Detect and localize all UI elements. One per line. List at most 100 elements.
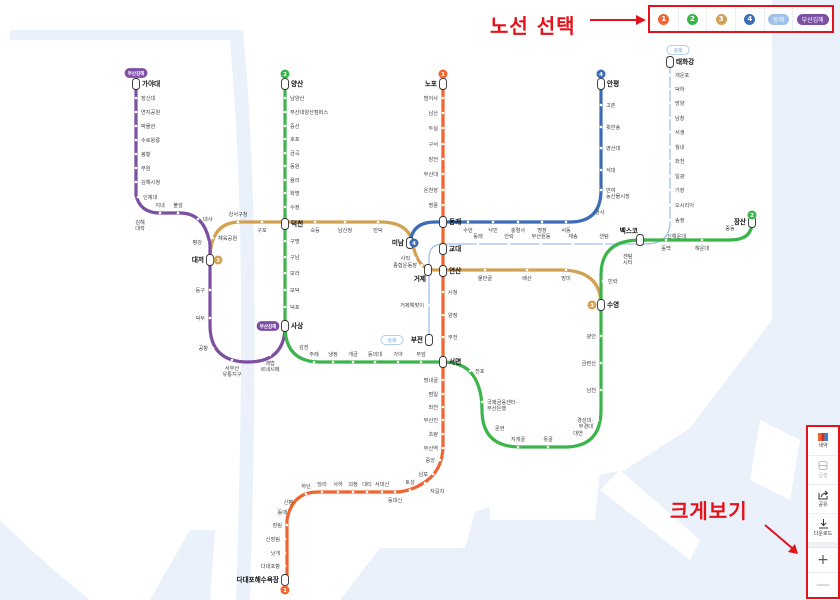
- station-dh[interactable]: 개운포: [668, 71, 690, 79]
- station-l1[interactable]: 신장림: [266, 535, 287, 543]
- station-l1[interactable]: 부산역: [424, 444, 445, 452]
- station-l2[interactable]: 중동: [725, 225, 735, 238]
- station-dh[interactable]: 서생: [668, 128, 685, 136]
- station-l3[interactable]: 거제: [414, 264, 432, 284]
- station-l2[interactable]: 가야: [393, 350, 403, 364]
- station-dh[interactable]: 덕하: [668, 85, 685, 93]
- station-l2[interactable]: 동원: [283, 162, 300, 170]
- share-button[interactable]: 공유: [808, 485, 838, 514]
- line-filter-3[interactable]: 3: [707, 7, 736, 31]
- station-l1[interactable]: 자갈치: [423, 481, 445, 495]
- station-bgl[interactable]: 불암: [173, 201, 183, 215]
- station-l3[interactable]: 물만골: [478, 268, 493, 282]
- station-l2[interactable]: 전포: [468, 368, 485, 375]
- station-l2[interactable]: 수정: [283, 204, 300, 211]
- station-l4[interactable]: 낙민: [488, 220, 498, 234]
- station-l2[interactable]: 사상: [281, 320, 304, 332]
- station-l3[interactable]: 숙등: [310, 220, 320, 234]
- station-l1[interactable]: 다대포항: [261, 562, 287, 570]
- colorblind-button[interactable]: 색약: [808, 427, 838, 456]
- station-l3[interactable]: 만덕: [373, 220, 383, 234]
- station-l2[interactable]: 개금: [348, 350, 358, 364]
- station-l1[interactable]: 동대신: [388, 490, 403, 504]
- station-l1[interactable]: 토성: [405, 478, 415, 492]
- station-bgl[interactable]: 부원: [134, 164, 151, 172]
- line-filter-4[interactable]: 4: [736, 7, 765, 31]
- station-bgl[interactable]: 공항: [198, 344, 215, 352]
- station-l2[interactable]: 양산: [281, 78, 304, 90]
- station-bgl[interactable]: 김해시청: [134, 178, 161, 186]
- station-bgl[interactable]: 수로왕릉: [134, 136, 161, 144]
- line-filter-6[interactable]: 부산김해: [793, 7, 832, 31]
- station-l1[interactable]: 남포: [418, 470, 435, 478]
- station-l4[interactable]: 영산대: [599, 144, 621, 152]
- station-dh[interactable]: 동래: [473, 232, 483, 246]
- station-l2[interactable]: 모라: [283, 269, 300, 277]
- station-l4[interactable]: 안평: [597, 78, 620, 90]
- station-l1[interactable]: 장림: [272, 521, 289, 529]
- station-l2[interactable]: 금련산: [582, 359, 603, 367]
- station-l2[interactable]: 구명: [283, 238, 300, 245]
- station-l3[interactable]: 남산정: [338, 220, 353, 234]
- station-dh[interactable]: 좌천: [668, 157, 685, 165]
- station-l3[interactable]: 대저: [192, 254, 214, 266]
- station-dh[interactable]: 월내: [668, 143, 685, 151]
- station-l1[interactable]: 부전: [441, 334, 458, 341]
- station-l3[interactable]: 체육공원: [211, 234, 238, 242]
- station-l4[interactable]: 충렬사: [511, 220, 526, 234]
- station-l1[interactable]: 남산: [428, 109, 445, 117]
- line-filter-5[interactable]: 동해: [765, 7, 794, 31]
- station-bgl[interactable]: 덕두: [195, 315, 212, 322]
- station-l4[interactable]: 수안: [463, 220, 473, 234]
- station-bgl[interactable]: 등구: [195, 287, 212, 294]
- station-l1[interactable]: 두실: [428, 124, 445, 132]
- station-dh[interactable]: 부전: [411, 334, 433, 346]
- station-l3[interactable]: 구포: [257, 220, 267, 234]
- station-l1[interactable]: 신평: [283, 498, 300, 506]
- express-button[interactable]: 급행: [808, 456, 838, 485]
- station-l1[interactable]: 초량: [428, 431, 445, 438]
- station-l3[interactable]: 사직: [400, 254, 417, 262]
- station-l2[interactable]: 호포: [283, 136, 300, 143]
- station-bgl[interactable]: 박물관: [134, 122, 156, 130]
- station-l1[interactable]: 범일: [428, 390, 445, 398]
- station-dh[interactable]: 신해운대: [660, 232, 687, 240]
- station-bgl[interactable]: 연지공원: [134, 108, 161, 116]
- station-dh[interactable]: 일광: [668, 172, 685, 180]
- station-l2[interactable]: 냉정: [328, 350, 338, 364]
- zoom-out-button[interactable]: —: [816, 577, 830, 593]
- station-dh[interactable]: 재송: [568, 232, 578, 246]
- station-l2[interactable]: 주례: [309, 350, 319, 364]
- station-l3[interactable]: 망미: [561, 268, 571, 282]
- station-l1[interactable]: 범내골: [424, 376, 445, 384]
- line-filter-2[interactable]: 2: [679, 7, 708, 31]
- station-l4[interactable]: 석대: [599, 166, 616, 174]
- station-l1[interactable]: 당리: [317, 480, 327, 494]
- station-l2[interactable]: 덕포: [283, 304, 300, 311]
- station-l2[interactable]: 민락: [601, 277, 618, 285]
- station-l1[interactable]: 온천장: [424, 187, 445, 194]
- station-l2[interactable]: 지게골: [511, 435, 526, 449]
- station-l2[interactable]: 광안: [586, 333, 603, 340]
- station-l1[interactable]: 장전: [428, 156, 445, 163]
- station-l1[interactable]: 다대포해수욕장: [237, 574, 289, 586]
- station-dh[interactable]: 오시리아: [668, 201, 695, 209]
- station-l2[interactable]: 증산: [283, 122, 300, 130]
- station-l1[interactable]: 서면: [439, 356, 462, 368]
- station-l2[interactable]: 대연: [573, 429, 583, 443]
- station-l2[interactable]: 문현: [488, 424, 505, 432]
- station-dh[interactable]: 기장: [668, 186, 685, 194]
- station-l1[interactable]: 노포: [425, 78, 447, 90]
- station-l4[interactable]: 금사: [588, 208, 605, 216]
- station-l2[interactable]: 금곡: [283, 150, 300, 157]
- station-dh[interactable]: 태화강: [666, 56, 695, 68]
- station-l1[interactable]: 중앙: [425, 456, 442, 464]
- station-dh[interactable]: 망양: [668, 99, 685, 107]
- station-l1[interactable]: 구서: [428, 140, 445, 148]
- station-bgl[interactable]: 평강: [192, 239, 209, 246]
- station-l1[interactable]: 대티: [362, 480, 372, 494]
- station-bgl[interactable]: 지내: [155, 201, 165, 215]
